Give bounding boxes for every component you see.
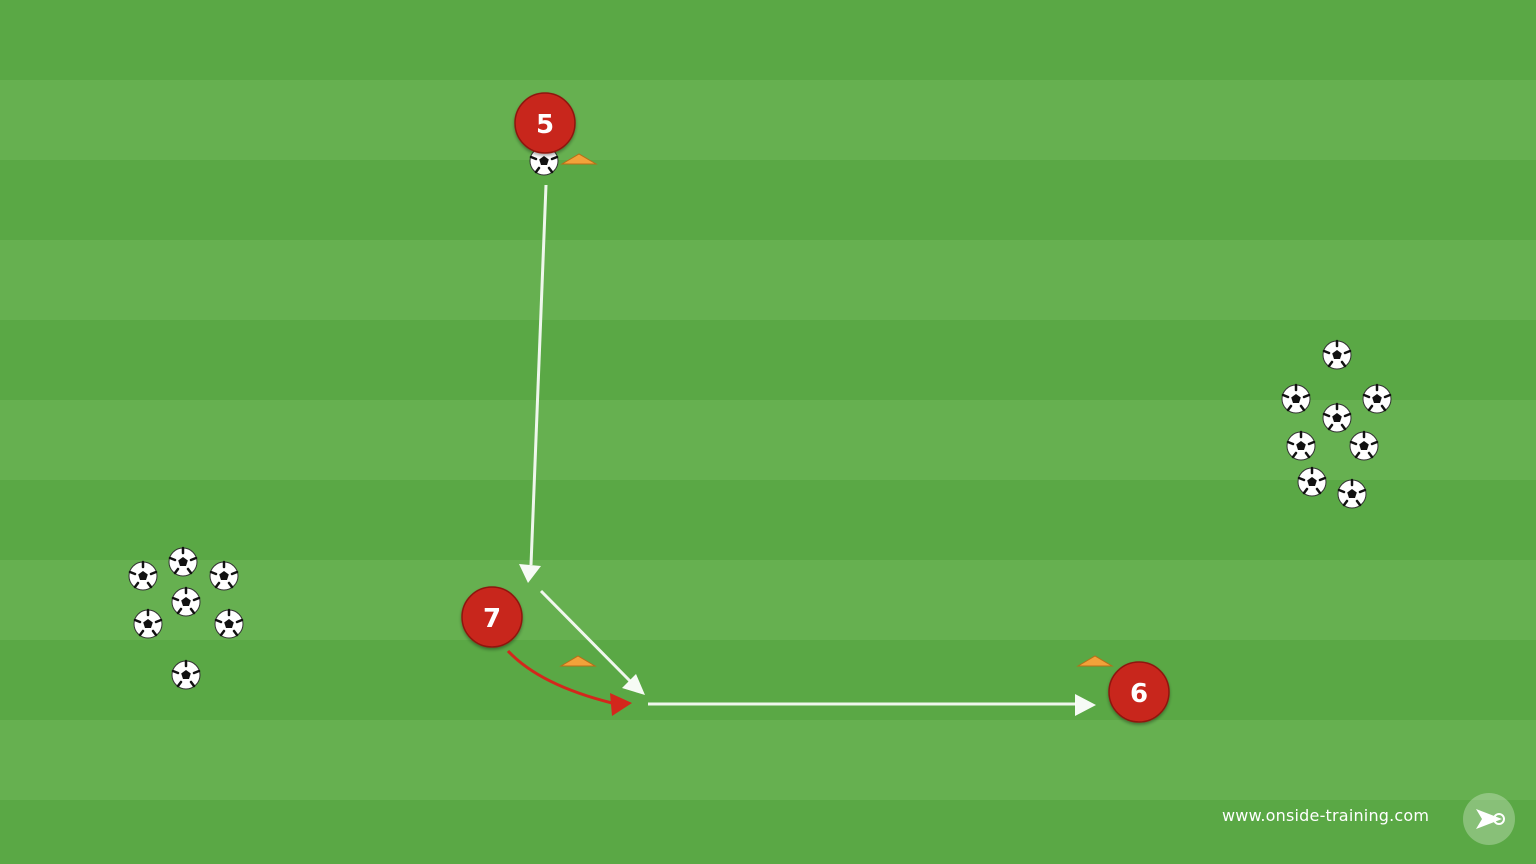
pass-arrow-to-6 (648, 694, 1096, 716)
player-7: 7 (461, 586, 523, 648)
pass-arrow-5-to-7 (519, 184, 548, 583)
soccer-ball-icon (213, 608, 245, 640)
player-number: 5 (536, 110, 554, 140)
soccer-ball-icon (132, 608, 164, 640)
soccer-ball-icon (127, 560, 159, 592)
player-number: 7 (483, 604, 501, 634)
onside-logo-icon (1463, 793, 1515, 845)
soccer-ball-icon (1361, 383, 1393, 415)
player-5: 5 (514, 92, 576, 154)
player-number: 6 (1130, 679, 1148, 709)
soccer-ball-icon (1348, 430, 1380, 462)
soccer-ball-icon (1336, 478, 1368, 510)
soccer-ball-icon (167, 546, 199, 578)
soccer-ball-icon (1321, 402, 1353, 434)
soccer-ball-icon (208, 560, 240, 592)
cone-icon (1076, 655, 1114, 667)
run-arrow-7 (506, 649, 632, 716)
soccer-ball-icon (1321, 339, 1353, 371)
watermark-url: www.onside-training.com (1222, 806, 1430, 825)
cone-icon (559, 655, 597, 667)
soccer-ball-icon (1285, 430, 1317, 462)
soccer-ball-icon (170, 586, 202, 618)
soccer-ball-icon (1280, 383, 1312, 415)
pass-arrow-7-to-spot (539, 589, 645, 695)
cone-icon (560, 153, 598, 165)
soccer-ball-icon (170, 659, 202, 691)
soccer-ball-icon (1296, 466, 1328, 498)
player-6: 6 (1108, 661, 1170, 723)
